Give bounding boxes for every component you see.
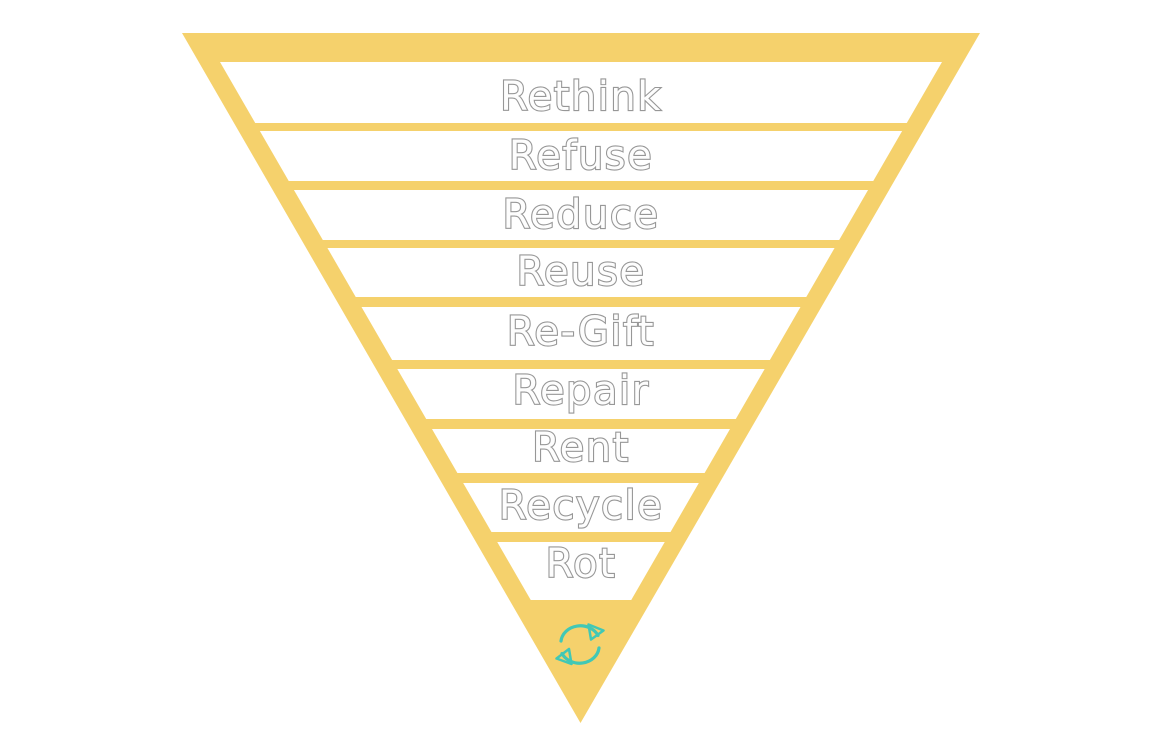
level-label-rethink: Rethink <box>500 74 662 120</box>
level-label-rot: Rot <box>546 541 617 587</box>
recycle-cycle-icon <box>555 623 605 666</box>
level-band-refuse <box>220 131 942 181</box>
level-label-refuse: Refuse <box>509 133 654 179</box>
cycle-bottom-arrowhead <box>555 647 573 666</box>
level-label-rent: Rent <box>532 425 630 471</box>
level-label-reduce: Reduce <box>503 192 660 238</box>
cycle-bottom-arc <box>560 646 601 665</box>
level-label-regift: Re-Gift <box>507 309 655 355</box>
level-label-reuse: Reuse <box>517 249 646 295</box>
level-label-recycle: Recycle <box>499 483 663 529</box>
cycle-top-arrowhead <box>587 623 605 641</box>
level-band-reduce <box>220 190 942 240</box>
level-label-repair: Repair <box>512 368 649 414</box>
level-band-rethink <box>220 62 942 123</box>
cycle-top-arc <box>559 624 600 643</box>
